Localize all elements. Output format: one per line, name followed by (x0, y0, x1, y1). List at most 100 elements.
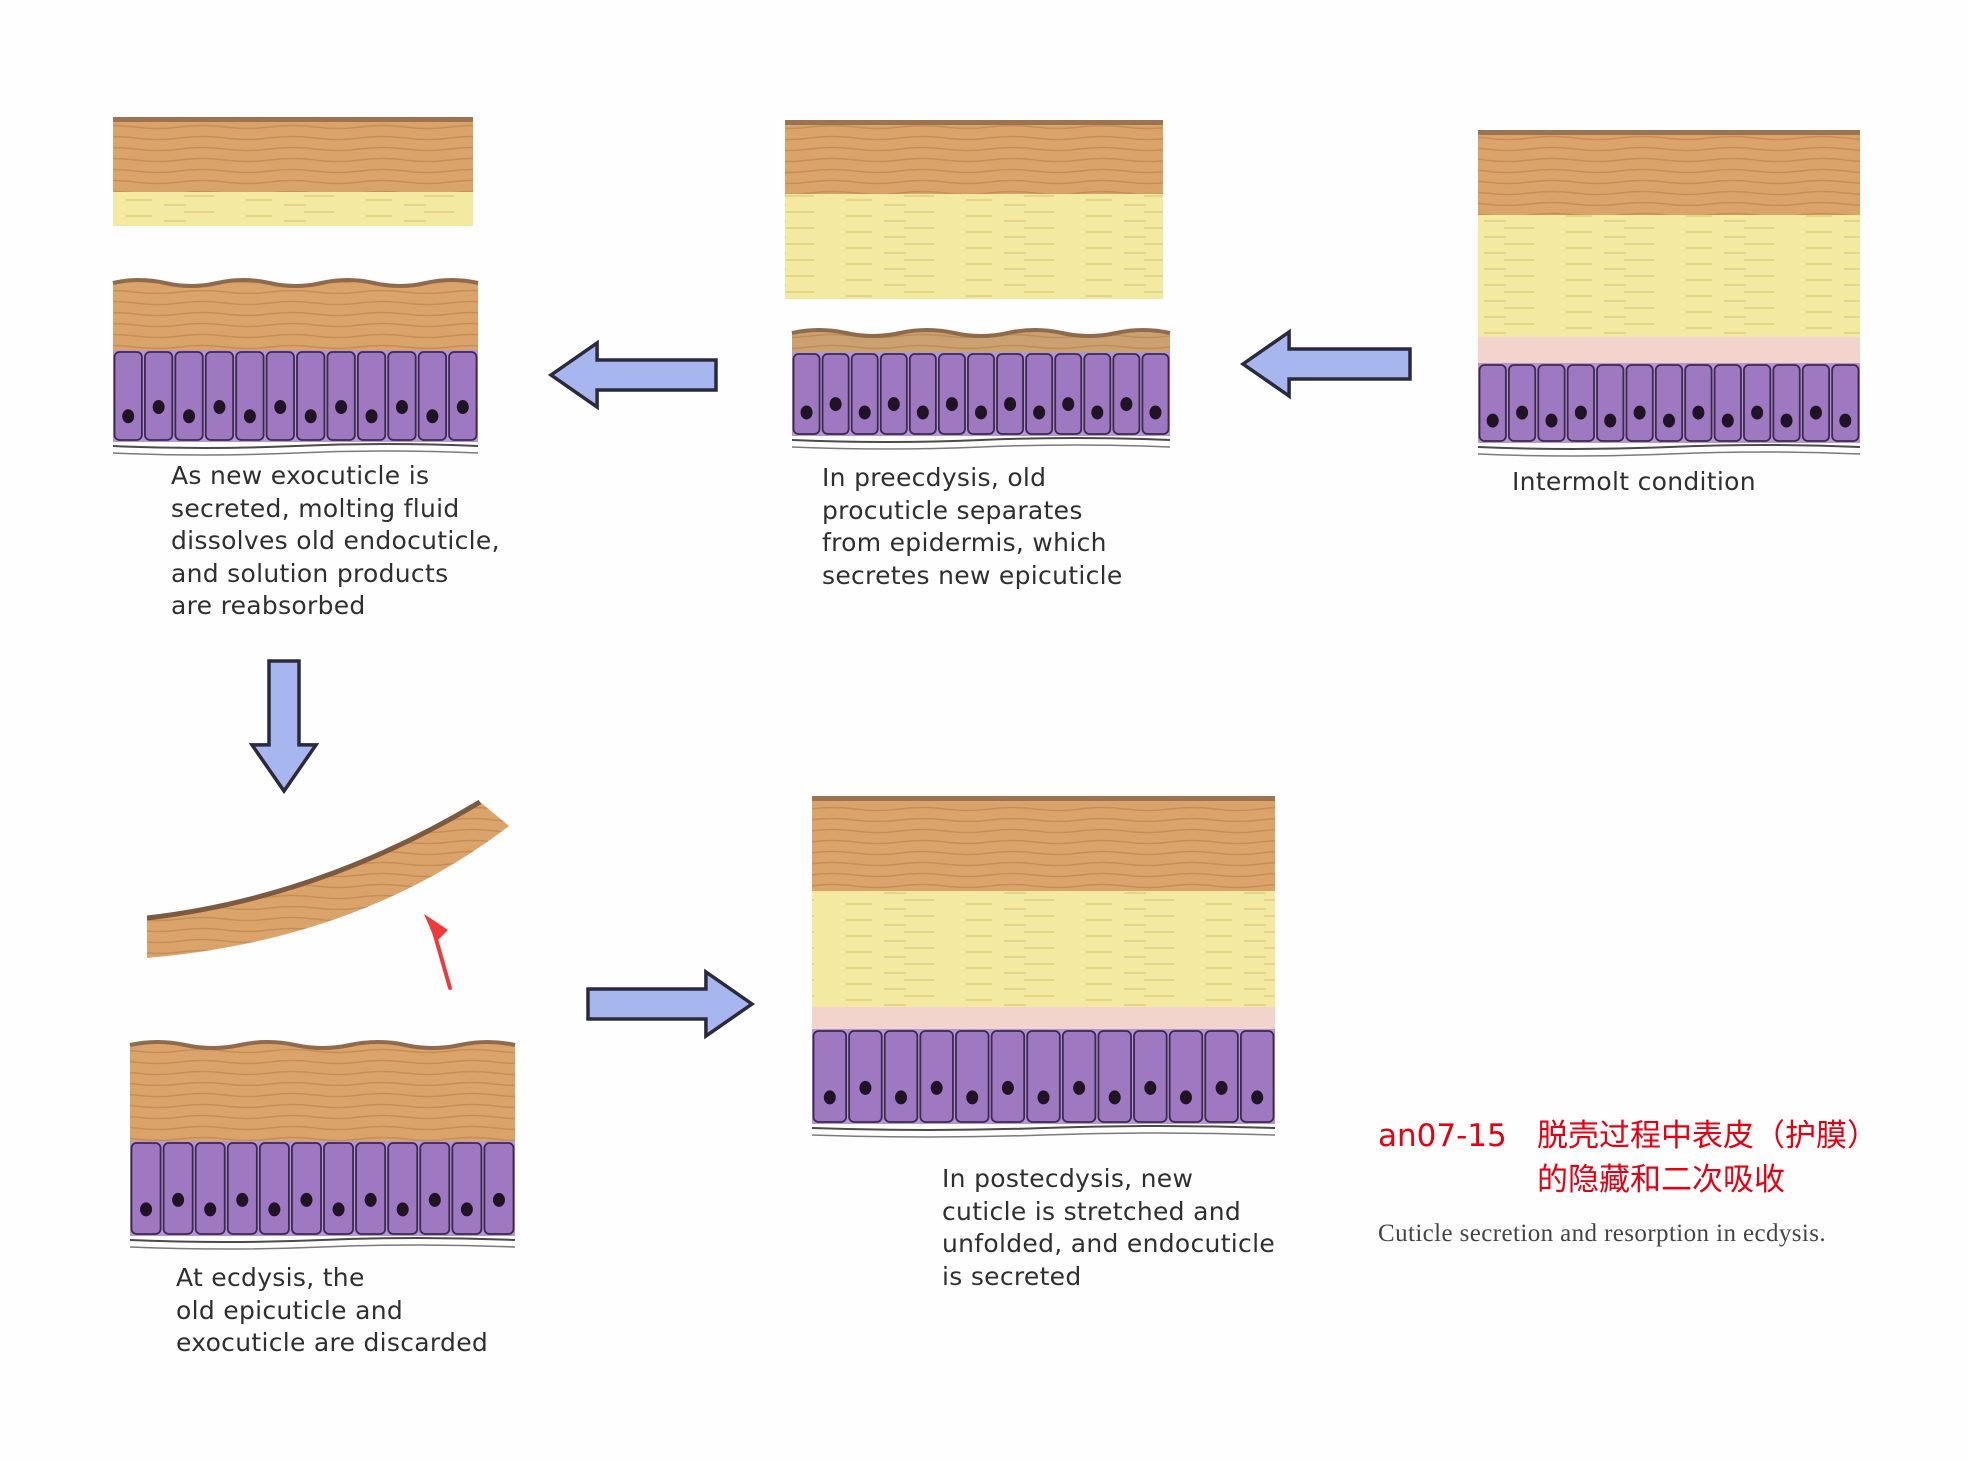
cell-nucleus (1780, 413, 1793, 428)
cell-nucleus (364, 1192, 377, 1207)
epidermal-cell (1654, 364, 1684, 442)
cell-nucleus (152, 400, 165, 415)
epicuticle-line (113, 117, 473, 122)
cell-nucleus (243, 409, 256, 424)
cell-nucleus (335, 400, 348, 415)
cell-nucleus (1062, 397, 1075, 412)
epicuticle-line (812, 796, 1275, 801)
basement-membrane-line (112, 443, 479, 449)
cell-nucleus (428, 1192, 441, 1207)
cell-nucleus (1108, 1090, 1121, 1105)
cell-nucleus (1073, 1080, 1086, 1095)
epidermal-cell (1507, 364, 1537, 442)
cell-nucleus (213, 400, 226, 415)
cell-nucleus (1179, 1090, 1192, 1105)
epidermal-cell (1684, 364, 1713, 442)
cell-nucleus (1692, 405, 1705, 420)
cell-nucleus (122, 409, 135, 424)
epidermal-cell (226, 1142, 258, 1235)
basement-membrane-line (791, 437, 1171, 443)
epidermal-cell (1054, 353, 1083, 435)
cell-nucleus (236, 1192, 249, 1207)
cell-nucleus (1604, 413, 1617, 428)
exocuticle-layer-texture (812, 799, 1275, 891)
epidermal-cell (235, 351, 265, 441)
epidermal-cell (967, 353, 995, 435)
epidermal-cell (355, 1142, 387, 1235)
cell-nucleus (823, 1090, 836, 1105)
cell-nucleus (930, 1080, 943, 1095)
cell-nucleus (945, 397, 958, 412)
epidermal-cell (1204, 1030, 1239, 1123)
cell-nucleus (300, 1192, 313, 1207)
cell-nucleus (1839, 413, 1852, 428)
epidermal-cell (990, 1030, 1026, 1123)
epidermal-cell (908, 353, 937, 435)
epidermal-cell (879, 353, 908, 435)
cell-nucleus (172, 1192, 185, 1207)
cell-nucleus (975, 405, 987, 420)
new-exocuticle-layer-epicuticle (112, 278, 479, 288)
epidermal-cell (1713, 364, 1742, 442)
epicuticle-line (1478, 130, 1860, 135)
cell-nucleus (492, 1192, 505, 1207)
epidermal-cell (144, 351, 174, 441)
postecdysis-section (811, 796, 1276, 1138)
cell-nucleus (966, 1090, 979, 1105)
flow-arrow-ecdysis-to-postecdysis (586, 968, 756, 1040)
epidermal-cell (1112, 353, 1141, 435)
exocuticle-layer-texture (1478, 133, 1860, 215)
epidermal-cell (1025, 353, 1054, 435)
old-exocuticle-layer-texture (113, 120, 473, 192)
epidermal-cell (812, 1030, 848, 1123)
epidermal-cell (1239, 1030, 1275, 1123)
cell-nucleus (1091, 405, 1104, 420)
epidermal-cell (265, 351, 295, 441)
cell-nucleus (1516, 405, 1529, 420)
postecdysis-caption: In postecdysis, new cuticle is stretched… (942, 1164, 1276, 1291)
epidermal-cell (483, 1142, 515, 1235)
basement-membrane-line (112, 450, 479, 456)
old-endocuticle-layer-texture (785, 194, 1163, 299)
ecdysis-section (129, 799, 516, 1250)
intermolt-caption: Intermolt condition (1512, 467, 1756, 496)
epidermal-cell (130, 1142, 162, 1235)
cell-nucleus (1144, 1080, 1157, 1095)
epidermal-cell (204, 351, 235, 441)
epicuticle-line (785, 120, 1163, 125)
cell-nucleus (460, 1202, 473, 1217)
epidermal-cell (937, 353, 966, 435)
epidermal-cell (162, 1142, 194, 1235)
epidermal-cell (821, 353, 850, 435)
epidermal-cell (1801, 364, 1831, 442)
cell-nucleus (1001, 1080, 1014, 1095)
discarded-exuvia-texture (147, 802, 509, 958)
new-exocuticle-layer-texture (113, 280, 478, 353)
cell-nucleus (426, 409, 439, 424)
basement-membrane-line (811, 1125, 1276, 1131)
cell-nucleus (1751, 405, 1764, 420)
new-cuticle-layer-texture (130, 1042, 515, 1141)
epidermal-cell (1061, 1030, 1097, 1123)
epidermal-cell (448, 351, 478, 441)
basement-membrane-line (791, 444, 1171, 450)
epidermal-cell (1743, 364, 1772, 442)
epidermal-cell (194, 1142, 226, 1235)
cell-nucleus (1809, 405, 1822, 420)
cell-nucleus (1120, 397, 1133, 412)
epidermal-cell (919, 1030, 954, 1123)
epidermis-layer (130, 1141, 515, 1236)
old-exocuticle-layer-texture (785, 123, 1163, 194)
epidermal-cell (792, 353, 821, 435)
cell-nucleus (183, 409, 196, 424)
cell-nucleus (895, 1090, 908, 1105)
epidermal-cell (996, 353, 1025, 435)
epidermal-cell (258, 1142, 290, 1235)
endocuticle-layer-texture (812, 891, 1275, 1007)
cell-nucleus (1215, 1080, 1228, 1095)
cell-nucleus (859, 1080, 872, 1095)
basement-membrane-line (1477, 444, 1861, 450)
ecdysis-caption: At ecdysis, the old epicuticle and exocu… (176, 1263, 489, 1357)
cell-nucleus (1251, 1090, 1264, 1105)
basement-membrane-line (129, 1244, 516, 1250)
